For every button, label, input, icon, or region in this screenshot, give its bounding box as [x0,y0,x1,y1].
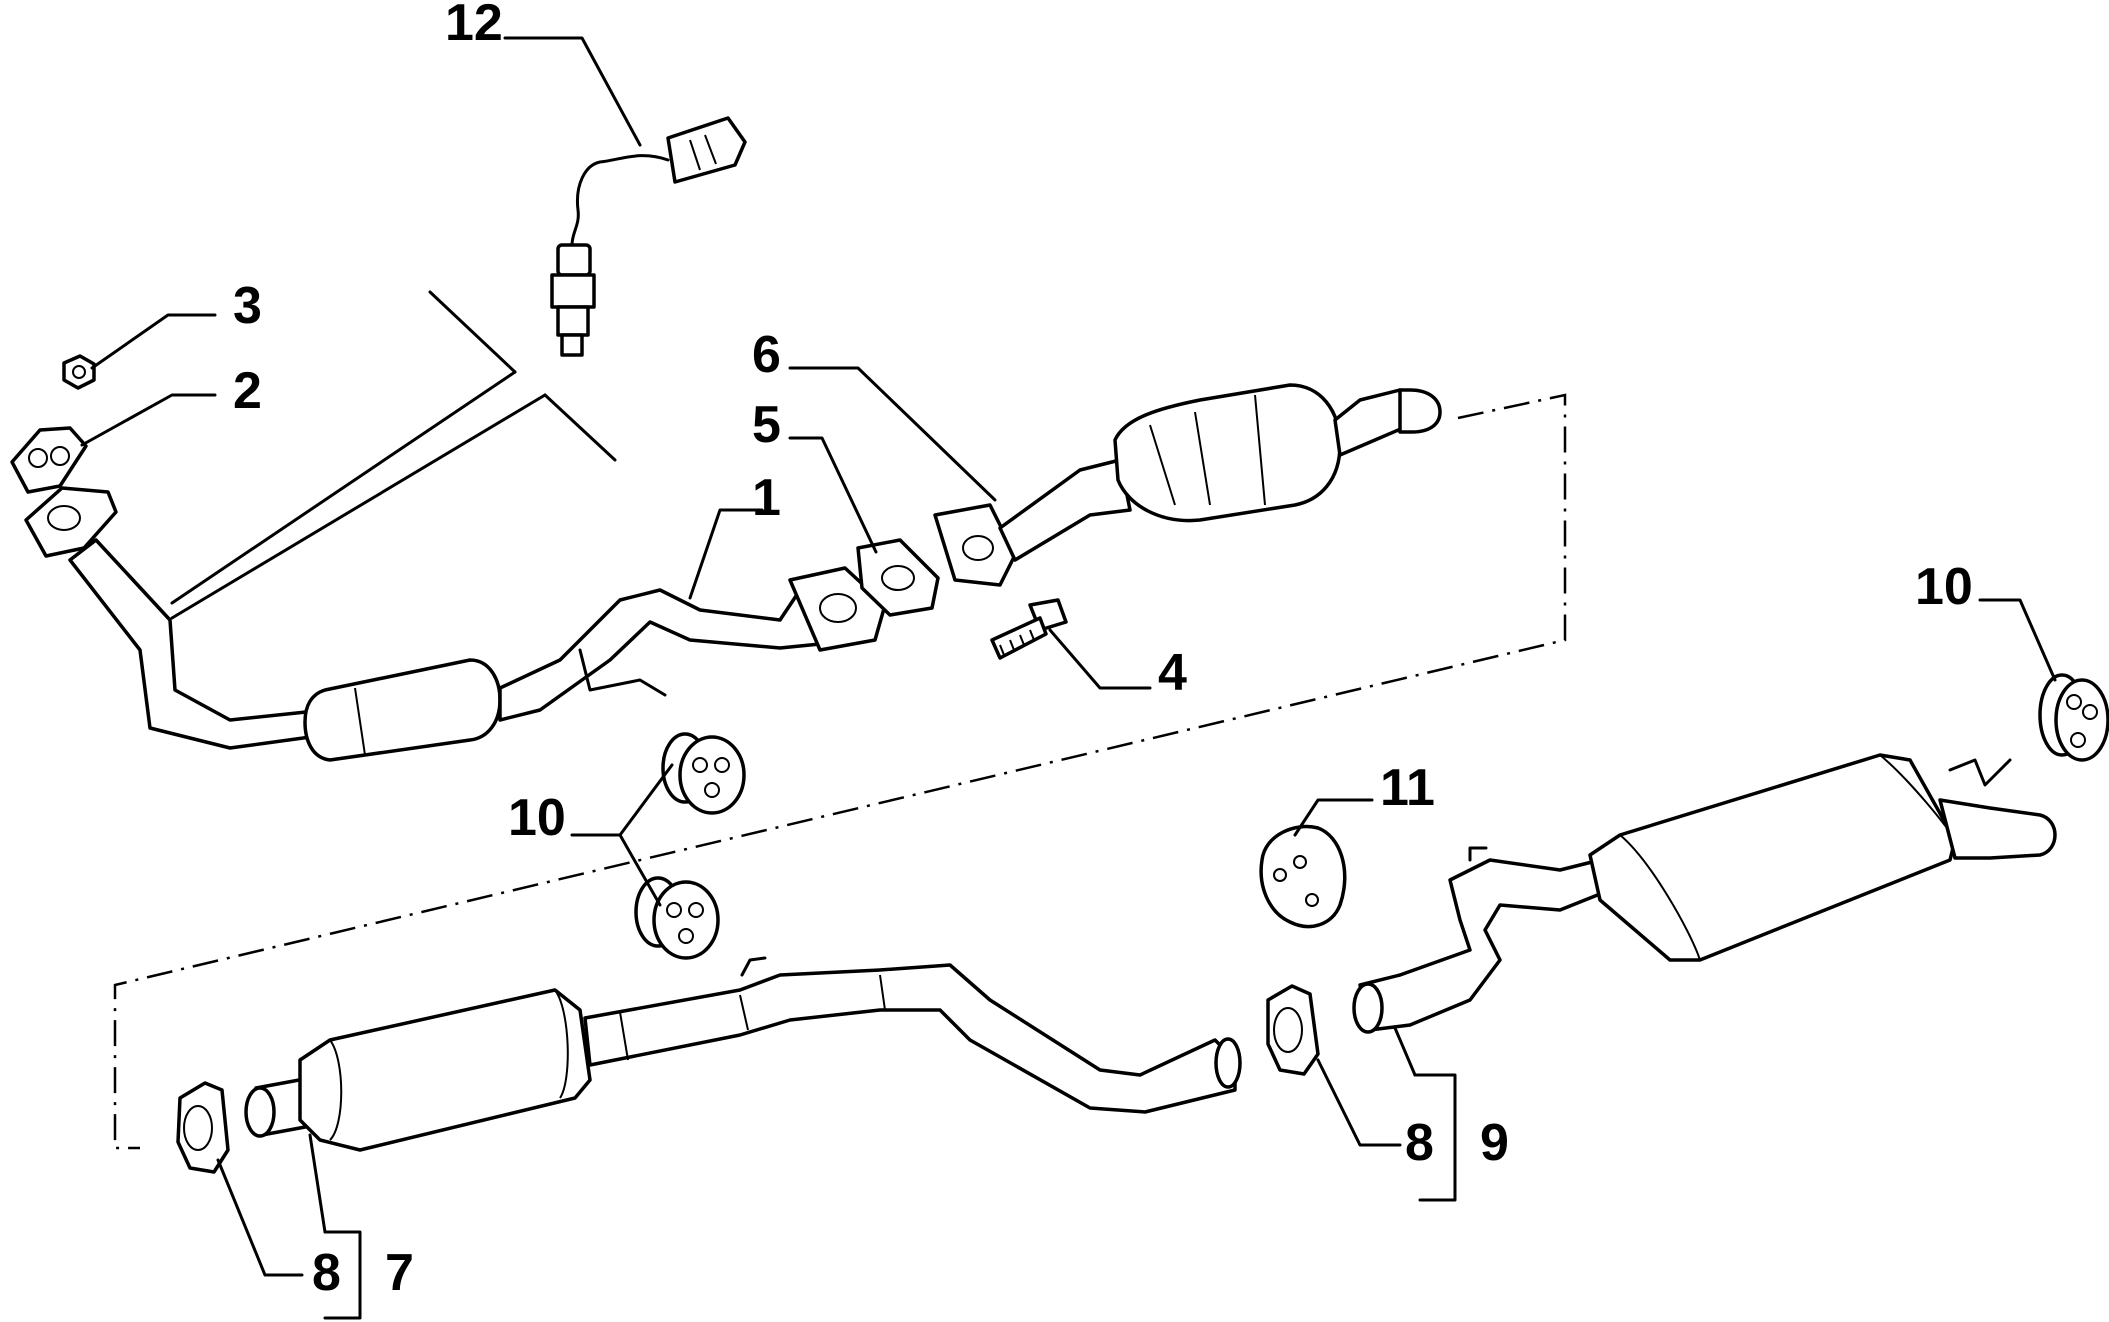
manifold-gasket[interactable] [10,426,88,494]
callout-4: 4 [1158,644,1187,702]
callout-10-rear: 10 [1915,558,1973,616]
callout-6: 6 [752,326,781,384]
leader-lines [80,36,2057,1320]
oxygen-sensor[interactable] [550,116,747,357]
catalytic-converter[interactable] [933,383,1442,587]
callout-labels: 12 3 2 6 5 1 4 10 10 11 8 9 8 7 [233,0,1973,1302]
catalyst-gasket[interactable] [856,538,940,617]
callout-1: 1 [752,469,781,527]
callout-12: 12 [445,0,503,52]
rubber-mount-lower[interactable] [634,876,720,960]
rear-pipe-silencer[interactable] [1352,753,2057,1034]
callout-8-rear: 8 [1405,1114,1434,1172]
callout-10-middle: 10 [508,789,566,847]
bolt[interactable] [990,598,1068,660]
rear-mount-pad[interactable] [1259,824,1347,929]
pipe-clamp-front[interactable] [176,1081,230,1174]
callout-7: 7 [385,1244,414,1302]
callout-5: 5 [752,396,781,454]
callout-3: 3 [233,277,262,335]
callout-2: 2 [233,362,262,420]
callout-11: 11 [1380,759,1435,817]
callout-8-front: 8 [312,1244,341,1302]
front-exhaust-pipe[interactable] [24,486,887,762]
reference-lines [170,290,617,620]
callout-9: 9 [1480,1114,1509,1172]
assembly-boundary-lines [113,393,1567,1150]
rubber-mount-upper[interactable] [661,732,746,815]
pipe-clamp-rear[interactable] [1266,984,1320,1076]
intermediate-pipe-silencer[interactable] [244,956,1242,1152]
rubber-mount-rear[interactable] [2038,673,2109,762]
nut[interactable] [62,354,96,390]
